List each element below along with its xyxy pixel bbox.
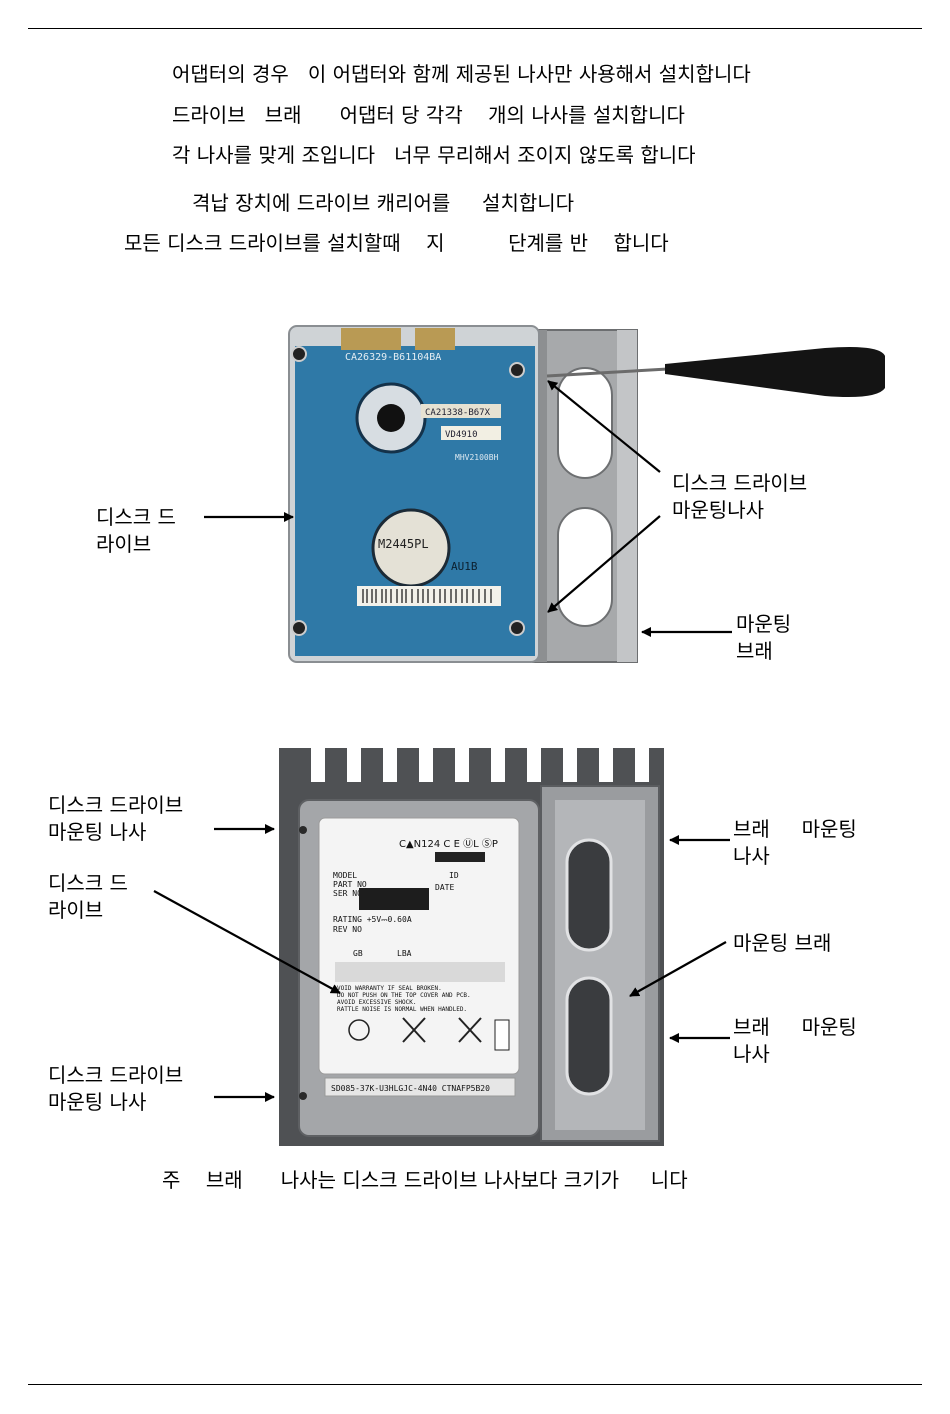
svg-text:C▲N124 C E ⓊL ⓈP: C▲N124 C E ⓊL ⓈP [399, 838, 498, 850]
fig2-label-disk-drive: 디스크 드 라이브 [48, 871, 128, 922]
svg-text:CA26329-B61104BA: CA26329-B61104BA [345, 352, 441, 363]
fig2-label-bracket-screw-top: 브래 마운팅 나사 [733, 817, 857, 868]
svg-text:M2445PL: M2445PL [378, 537, 429, 551]
svg-text:SD085-37K-U3HLGJC-4N40 CTNA: SD085-37K-U3HLGJC-4N40 CTNAFP5B20 [331, 1084, 490, 1093]
svg-text:MODEL: MODEL [333, 871, 357, 880]
fig2-label-screw-top: 디스크 드라이브 마운팅 나사 [48, 793, 184, 844]
svg-text:AVOID EXCESSIVE SHOCK.: AVOID EXCESSIVE SHOCK. [337, 999, 416, 1006]
arrow-fig1-screw-top [547, 380, 661, 473]
instruction-line-5: 모든 디스크 드라이브를 설치할때 지 단계를 반 합니다 [124, 231, 669, 255]
disk-drive-pcb: CA26329-B61104BA VD4910 CA21338-B67X M24… [288, 325, 540, 663]
screwdriver-shape [546, 347, 885, 397]
arrow-fig2-bracket [629, 941, 727, 997]
svg-text:GB: GB [353, 949, 363, 958]
svg-text:LBA: LBA [397, 949, 412, 958]
instruction-line-3: 각 나사를 맞게 조입니다 너무 무리해서 조이지 않도록 합니다 [172, 143, 696, 167]
instruction-line-1: 어댑터의 경우 이 어댑터와 함께 제공된 나사만 사용해서 설치합니다 [172, 62, 751, 86]
fig2-label-bracket-screw-bottom: 브래 마운팅 나사 [733, 1015, 857, 1066]
svg-text:REV NO: REV NO [333, 925, 362, 934]
instruction-line-4: 격납 장치에 드라이브 캐리어를 설치합니다 [192, 191, 575, 215]
fig1-label-mounting-screw: 디스크 드라이브 마운팅나사 [672, 471, 808, 522]
fig1-label-mounting-bracket: 마운팅 브래 [736, 612, 792, 663]
bottom-rule [28, 1384, 922, 1385]
svg-text:ID: ID [449, 871, 459, 880]
bracket-shape [540, 785, 660, 1142]
arrow-fig2-disk-drive [153, 890, 341, 994]
svg-text:DO NOT PUSH ON THE TOP COVER A: DO NOT PUSH ON THE TOP COVER AND PCB. [337, 992, 471, 999]
instruction-line-2: 드라이브 브래 어댑터 당 각각 개의 나사를 설치합니다 [172, 103, 685, 127]
svg-text:VD4910: VD4910 [445, 430, 478, 440]
svg-text:PART NO: PART NO [333, 880, 367, 889]
figure2-photo: C▲N124 C E ⓊL ⓈP MODEL PART NO SER NO ID… [239, 748, 704, 1151]
svg-text:AU1B: AU1B [451, 560, 478, 573]
svg-text:RATING +5V⎓0.60A: RATING +5V⎓0.60A [333, 915, 412, 924]
note-line: 주 브래 나사는 디스크 드라이브 나사보다 크기가 니다 [162, 1168, 688, 1192]
drive-label-side: C▲N124 C E ⓊL ⓈP MODEL PART NO SER NO ID… [298, 799, 540, 1137]
arrow-fig1-screw-bottom [547, 515, 661, 613]
svg-text:MHV2100BH: MHV2100BH [455, 453, 499, 462]
fig2-label-screw-bottom: 디스크 드라이브 마운팅 나사 [48, 1063, 184, 1114]
fig1-label-disk-drive: 디스크 드 라이브 [96, 505, 176, 556]
fig2-label-bracket: 마운팅 브래 [733, 931, 832, 955]
svg-text:RATTLE NOISE IS NORMAL WHEN HA: RATTLE NOISE IS NORMAL WHEN HANDLED. [337, 1006, 467, 1013]
figure1-photo: CA26329-B61104BA VD4910 CA21338-B67X M24… [265, 308, 885, 688]
svg-text:SER NO: SER NO [333, 889, 362, 898]
svg-text:DATE: DATE [435, 883, 454, 892]
top-rule [28, 28, 922, 29]
svg-text:VOID WARRANTY IF SEAL BROKEN.: VOID WARRANTY IF SEAL BROKEN. [337, 985, 442, 992]
svg-text:CA21338-B67X: CA21338-B67X [425, 408, 491, 418]
